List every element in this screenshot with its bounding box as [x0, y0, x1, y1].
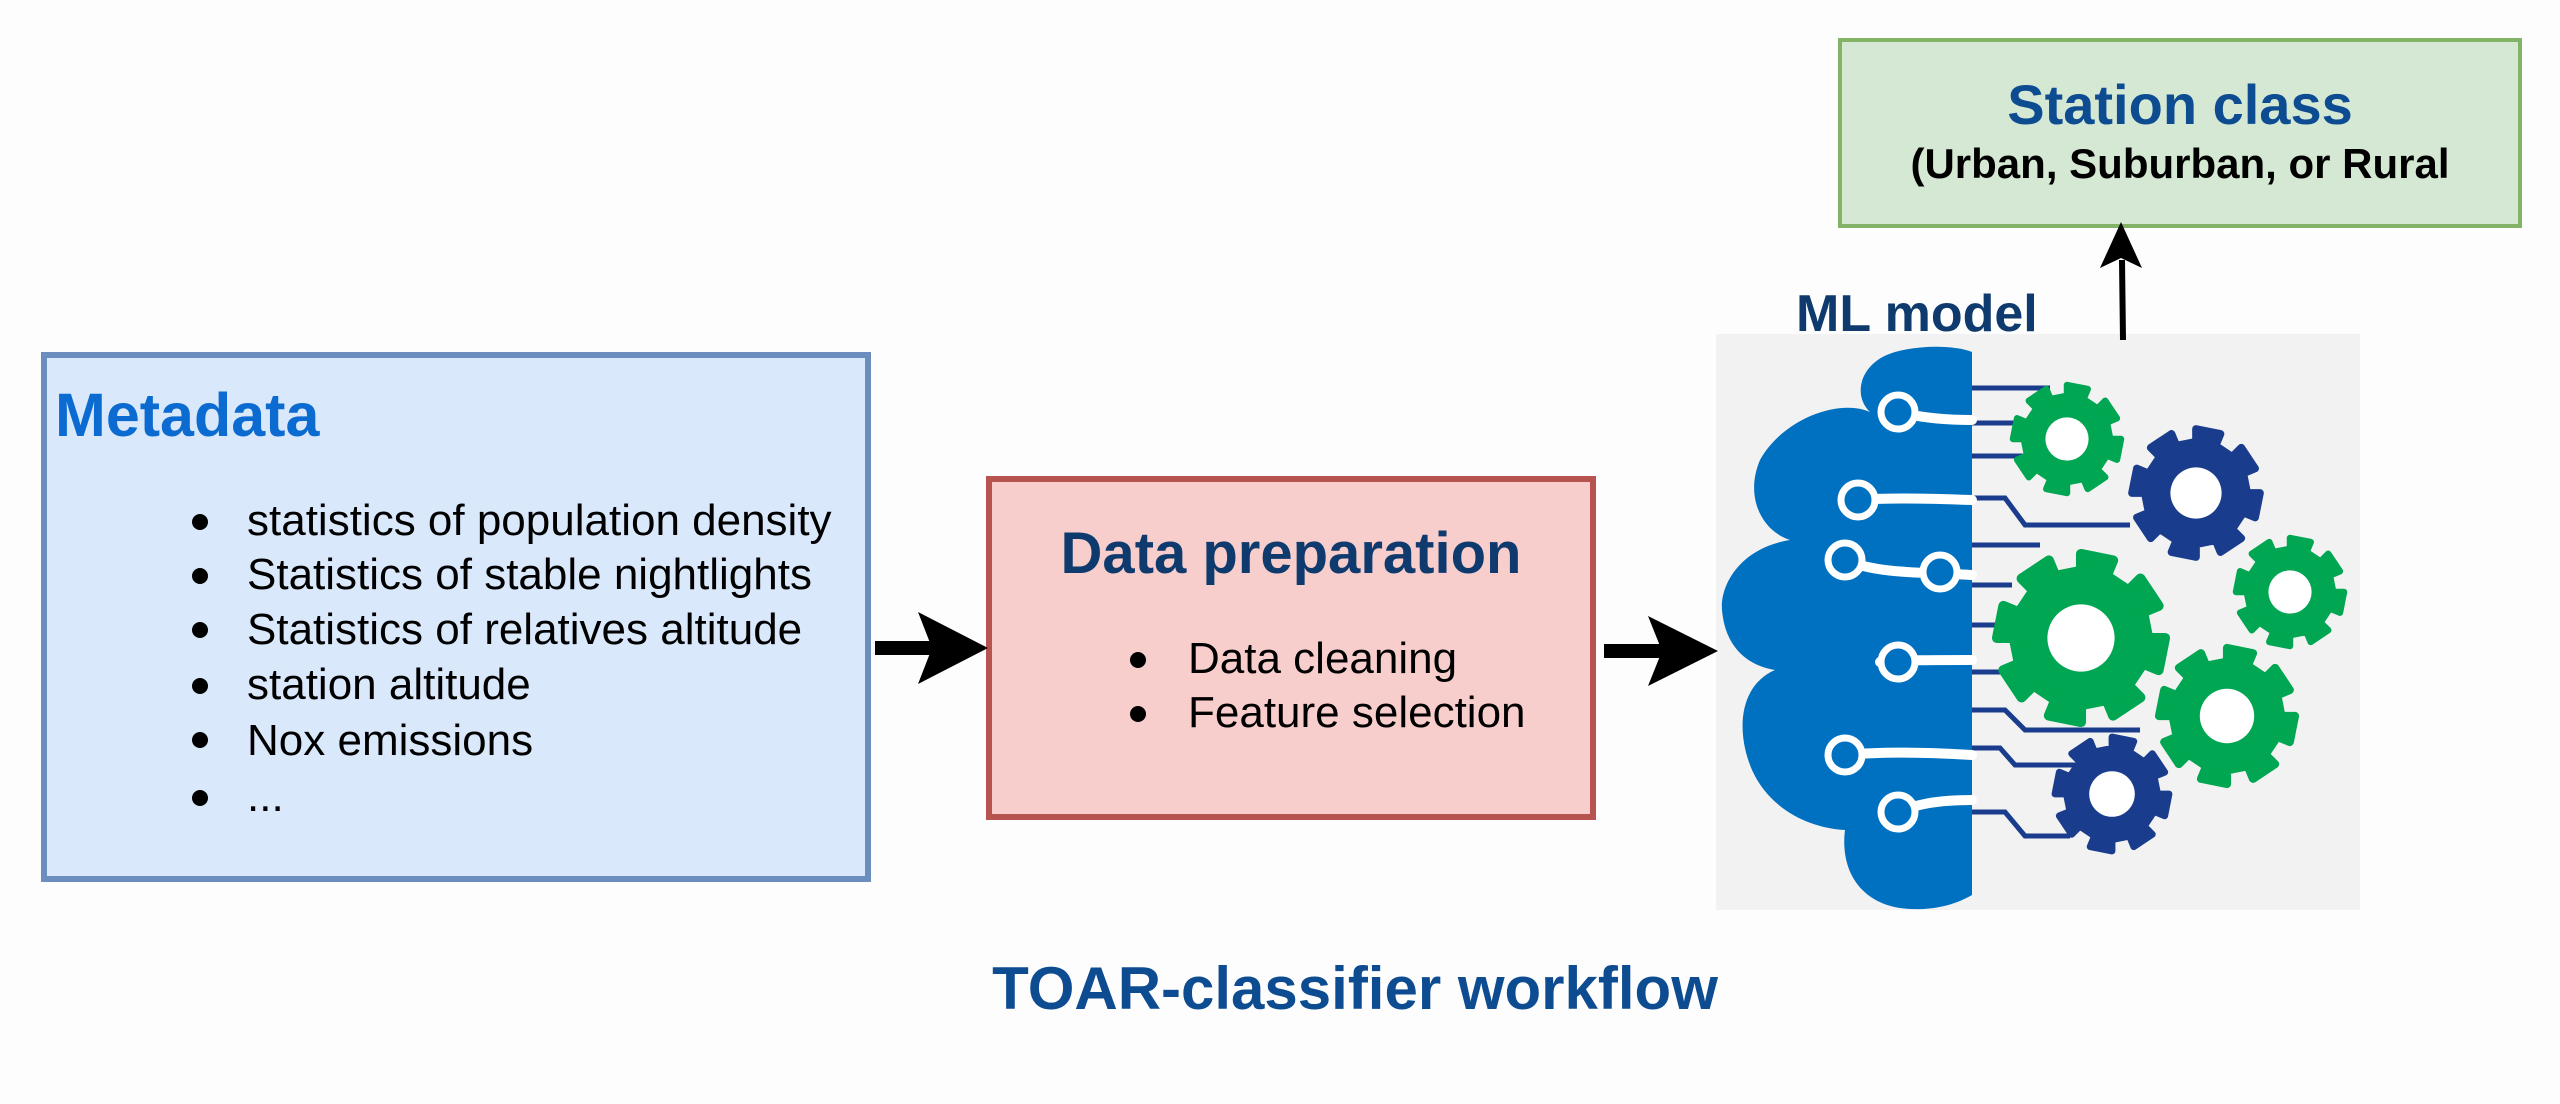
list-item: Statistics of relatives altitude: [192, 602, 832, 658]
metadata-list: statistics of population density Statist…: [192, 494, 832, 824]
list-item-text: ...: [247, 772, 284, 821]
list-item: ...: [192, 770, 832, 824]
arrow-right-icon: [1604, 616, 1718, 686]
bullet-icon: [192, 622, 208, 638]
list-item: Nox emissions: [192, 712, 832, 770]
data-preparation-title: Data preparation: [1060, 521, 1522, 586]
list-item-text: station altitude: [247, 660, 531, 709]
gear-hole: [2268, 570, 2312, 614]
bullet-icon: [192, 568, 208, 584]
list-item: station altitude: [192, 658, 832, 712]
data-preparation-box: Data preparation Data cleaning Feature s…: [986, 476, 1596, 820]
bullet-icon: [1130, 706, 1146, 722]
list-item: statistics of population density: [192, 494, 832, 548]
list-item: Feature selection: [1130, 686, 1526, 740]
arrow-right-icon: [875, 612, 988, 684]
arrow-up-icon: [2100, 222, 2142, 341]
gear-hole: [2199, 688, 2255, 744]
gear-hole: [2170, 467, 2222, 519]
brain-gears-icon: [1721, 346, 2348, 910]
station-class-title: Station class: [2007, 73, 2353, 136]
metadata-box: Metadata statistics of population densit…: [41, 352, 871, 882]
bullet-icon: [192, 790, 208, 806]
bullet-icon: [192, 678, 208, 694]
list-item: Statistics of stable nightlights: [192, 548, 832, 602]
bullet-icon: [1130, 652, 1146, 668]
station-class-box: Station class (Urban, Suburban, or Rural: [1838, 38, 2522, 228]
caption-text: TOAR-classifier workflow: [992, 955, 1718, 1022]
list-item-text: Data cleaning: [1188, 634, 1458, 683]
gear-hole: [2089, 771, 2135, 817]
gear-hole: [2045, 417, 2089, 461]
list-item-text: Feature selection: [1188, 688, 1526, 737]
workflow-caption: TOAR-classifier workflow: [0, 954, 2560, 1023]
list-item: Data cleaning: [1130, 632, 1526, 686]
bullet-icon: [192, 732, 208, 748]
ml-model-label: ML model: [1796, 285, 2038, 343]
list-item-text: Nox emissions: [247, 716, 534, 765]
bullet-icon: [192, 514, 208, 530]
metadata-title: Metadata: [55, 381, 320, 449]
gear-hole: [2047, 604, 2115, 672]
list-item-text: statistics of population density: [247, 496, 832, 545]
list-item-text: Statistics of relatives altitude: [247, 605, 803, 654]
list-item-text: Statistics of stable nightlights: [247, 550, 812, 599]
station-class-subtitle: (Urban, Suburban, or Rural: [1910, 140, 2450, 187]
data-preparation-list: Data cleaning Feature selection: [1130, 632, 1526, 740]
